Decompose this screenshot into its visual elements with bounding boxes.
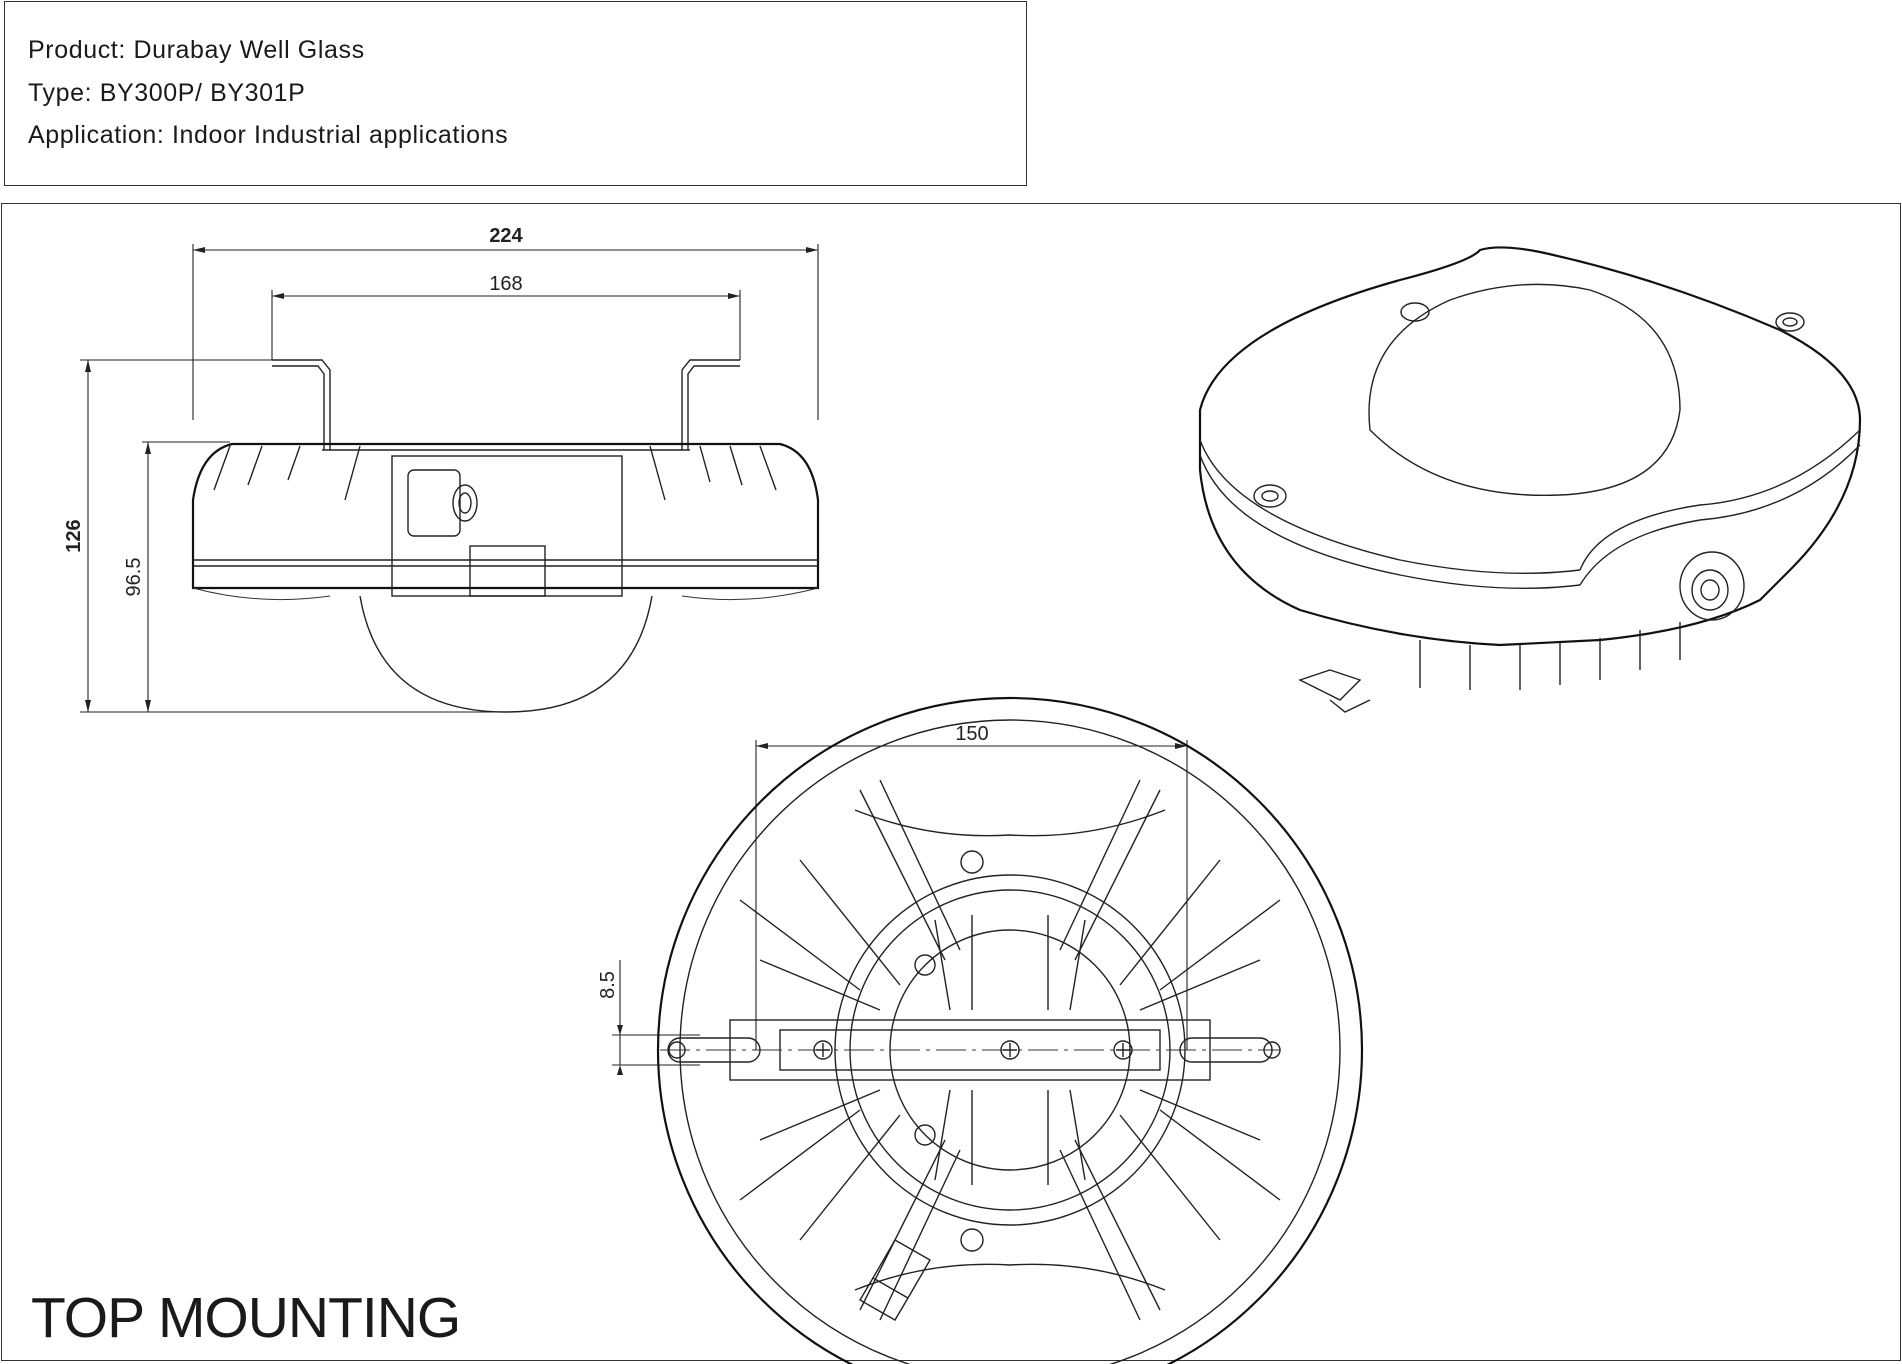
mounting-bracket-inner <box>272 365 740 450</box>
mount-hole-top <box>1400 302 1430 322</box>
product-type: Type: BY300P/ BY301P <box>28 79 306 107</box>
top-gland-nut <box>859 1277 909 1321</box>
mounting-bracket <box>272 359 740 450</box>
center-spokes-2 <box>934 919 1086 1181</box>
center-plug <box>469 545 546 597</box>
radial-fins <box>739 779 1281 1321</box>
bottom-cap <box>854 1263 1166 1291</box>
screw-crosses <box>816 1043 1130 1057</box>
cable-gland-nut <box>407 469 461 537</box>
glass-dome <box>359 595 653 713</box>
housing-notch-2 <box>1579 444 1861 586</box>
cable-gland-hole <box>458 492 472 514</box>
drawing-frame <box>1 203 1901 1361</box>
iso-fins <box>1419 622 1681 690</box>
bottom-mount-hole <box>960 1228 984 1252</box>
mount-hole-right <box>1775 312 1805 332</box>
slot-right <box>1179 1037 1273 1063</box>
top-gland-body <box>872 1239 931 1299</box>
iso-bracket <box>1298 669 1371 713</box>
screw-left <box>813 1040 833 1060</box>
dim-8-label: 8.5 <box>597 971 619 999</box>
mount-hole-right-inner <box>1782 317 1798 327</box>
screw-right <box>1113 1040 1133 1060</box>
top-mount-hole <box>960 850 984 874</box>
housing-rim-2 <box>1199 454 1581 590</box>
cable-gland-end <box>452 484 478 522</box>
dim-224-label: 224 <box>489 225 523 247</box>
mount-hole-left-inner <box>1261 490 1279 502</box>
dim-126-label: 126 <box>63 519 85 552</box>
dim-96-label: 96.5 <box>123 558 145 597</box>
iso-cable-gland-hole <box>1700 579 1720 601</box>
product-application: Application: Indoor Industrial applicati… <box>28 121 509 149</box>
screw-center <box>1000 1040 1020 1060</box>
ring-hole-top <box>914 954 936 976</box>
cooling-fins <box>213 445 777 501</box>
slot-left-end <box>668 1041 686 1059</box>
housing-notch-1 <box>1579 429 1861 571</box>
junction-box <box>391 455 623 597</box>
luminaire-body <box>191 442 820 590</box>
product-name: Product: Durabay Well Glass <box>28 36 365 64</box>
dome-top <box>1368 283 1681 497</box>
inner-rim <box>679 719 1341 1364</box>
top-view: 150 8.5 <box>597 697 1363 1364</box>
isometric-view <box>1198 246 1862 713</box>
ring-hole-bottom <box>914 1124 936 1146</box>
outer-rim <box>657 697 1363 1364</box>
housing-outline <box>1198 246 1862 647</box>
housing-rim-1 <box>1199 439 1581 575</box>
body-underside <box>192 587 819 601</box>
slot-left <box>667 1037 761 1063</box>
dim-168-label: 168 <box>489 273 522 295</box>
top-cap <box>854 809 1166 837</box>
mount-hole-left <box>1253 484 1287 508</box>
iso-cable-gland-inner <box>1691 569 1729 611</box>
mounting-type-label: TOP MOUNTING <box>31 1286 461 1350</box>
center-spokes <box>971 915 1049 1185</box>
dim-8-arrows <box>617 1025 623 1075</box>
slot-right-end <box>1263 1041 1281 1059</box>
dim-150-label: 150 <box>955 723 988 745</box>
iso-cable-gland <box>1679 551 1745 621</box>
spec-info-box: Product: Durabay Well Glass Type: BY300P… <box>4 1 1027 186</box>
side-view: 224 168 126 96.5 <box>63 225 820 713</box>
